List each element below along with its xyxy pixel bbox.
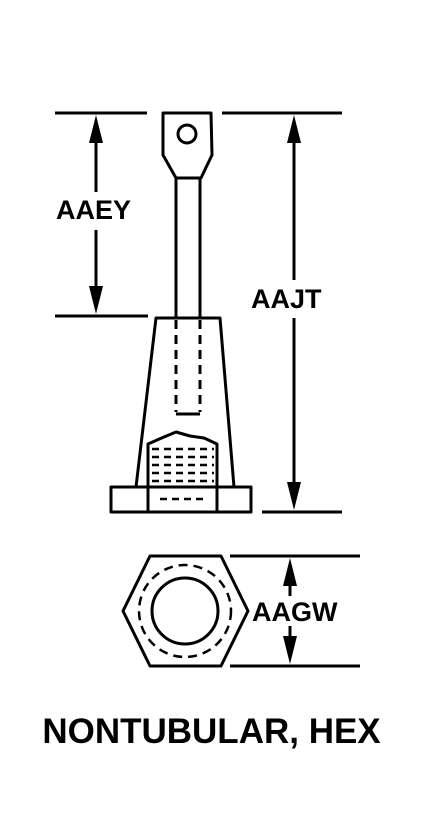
dimension-aagw <box>230 554 360 668</box>
insert-hatching <box>152 447 214 483</box>
hex-end-view <box>121 554 250 668</box>
dimension-label-aajt: AAJT <box>251 284 322 314</box>
dimension-aaey <box>55 111 148 318</box>
ring-hole <box>176 123 198 145</box>
hex-bore <box>150 576 220 646</box>
dimension-label-aaey: AAEY <box>56 195 132 225</box>
tapered-body <box>134 316 236 489</box>
hidden-shank <box>174 320 202 412</box>
dimension-aajt <box>222 111 342 514</box>
dimension-label-aagw: AAGW <box>252 597 338 627</box>
hex-thread-hidden <box>137 563 233 659</box>
ring-tongue <box>161 111 214 180</box>
diagram-caption: NONTUBULAR, HEX <box>42 712 381 751</box>
hex-base <box>109 485 253 514</box>
insert-outline <box>146 430 219 487</box>
